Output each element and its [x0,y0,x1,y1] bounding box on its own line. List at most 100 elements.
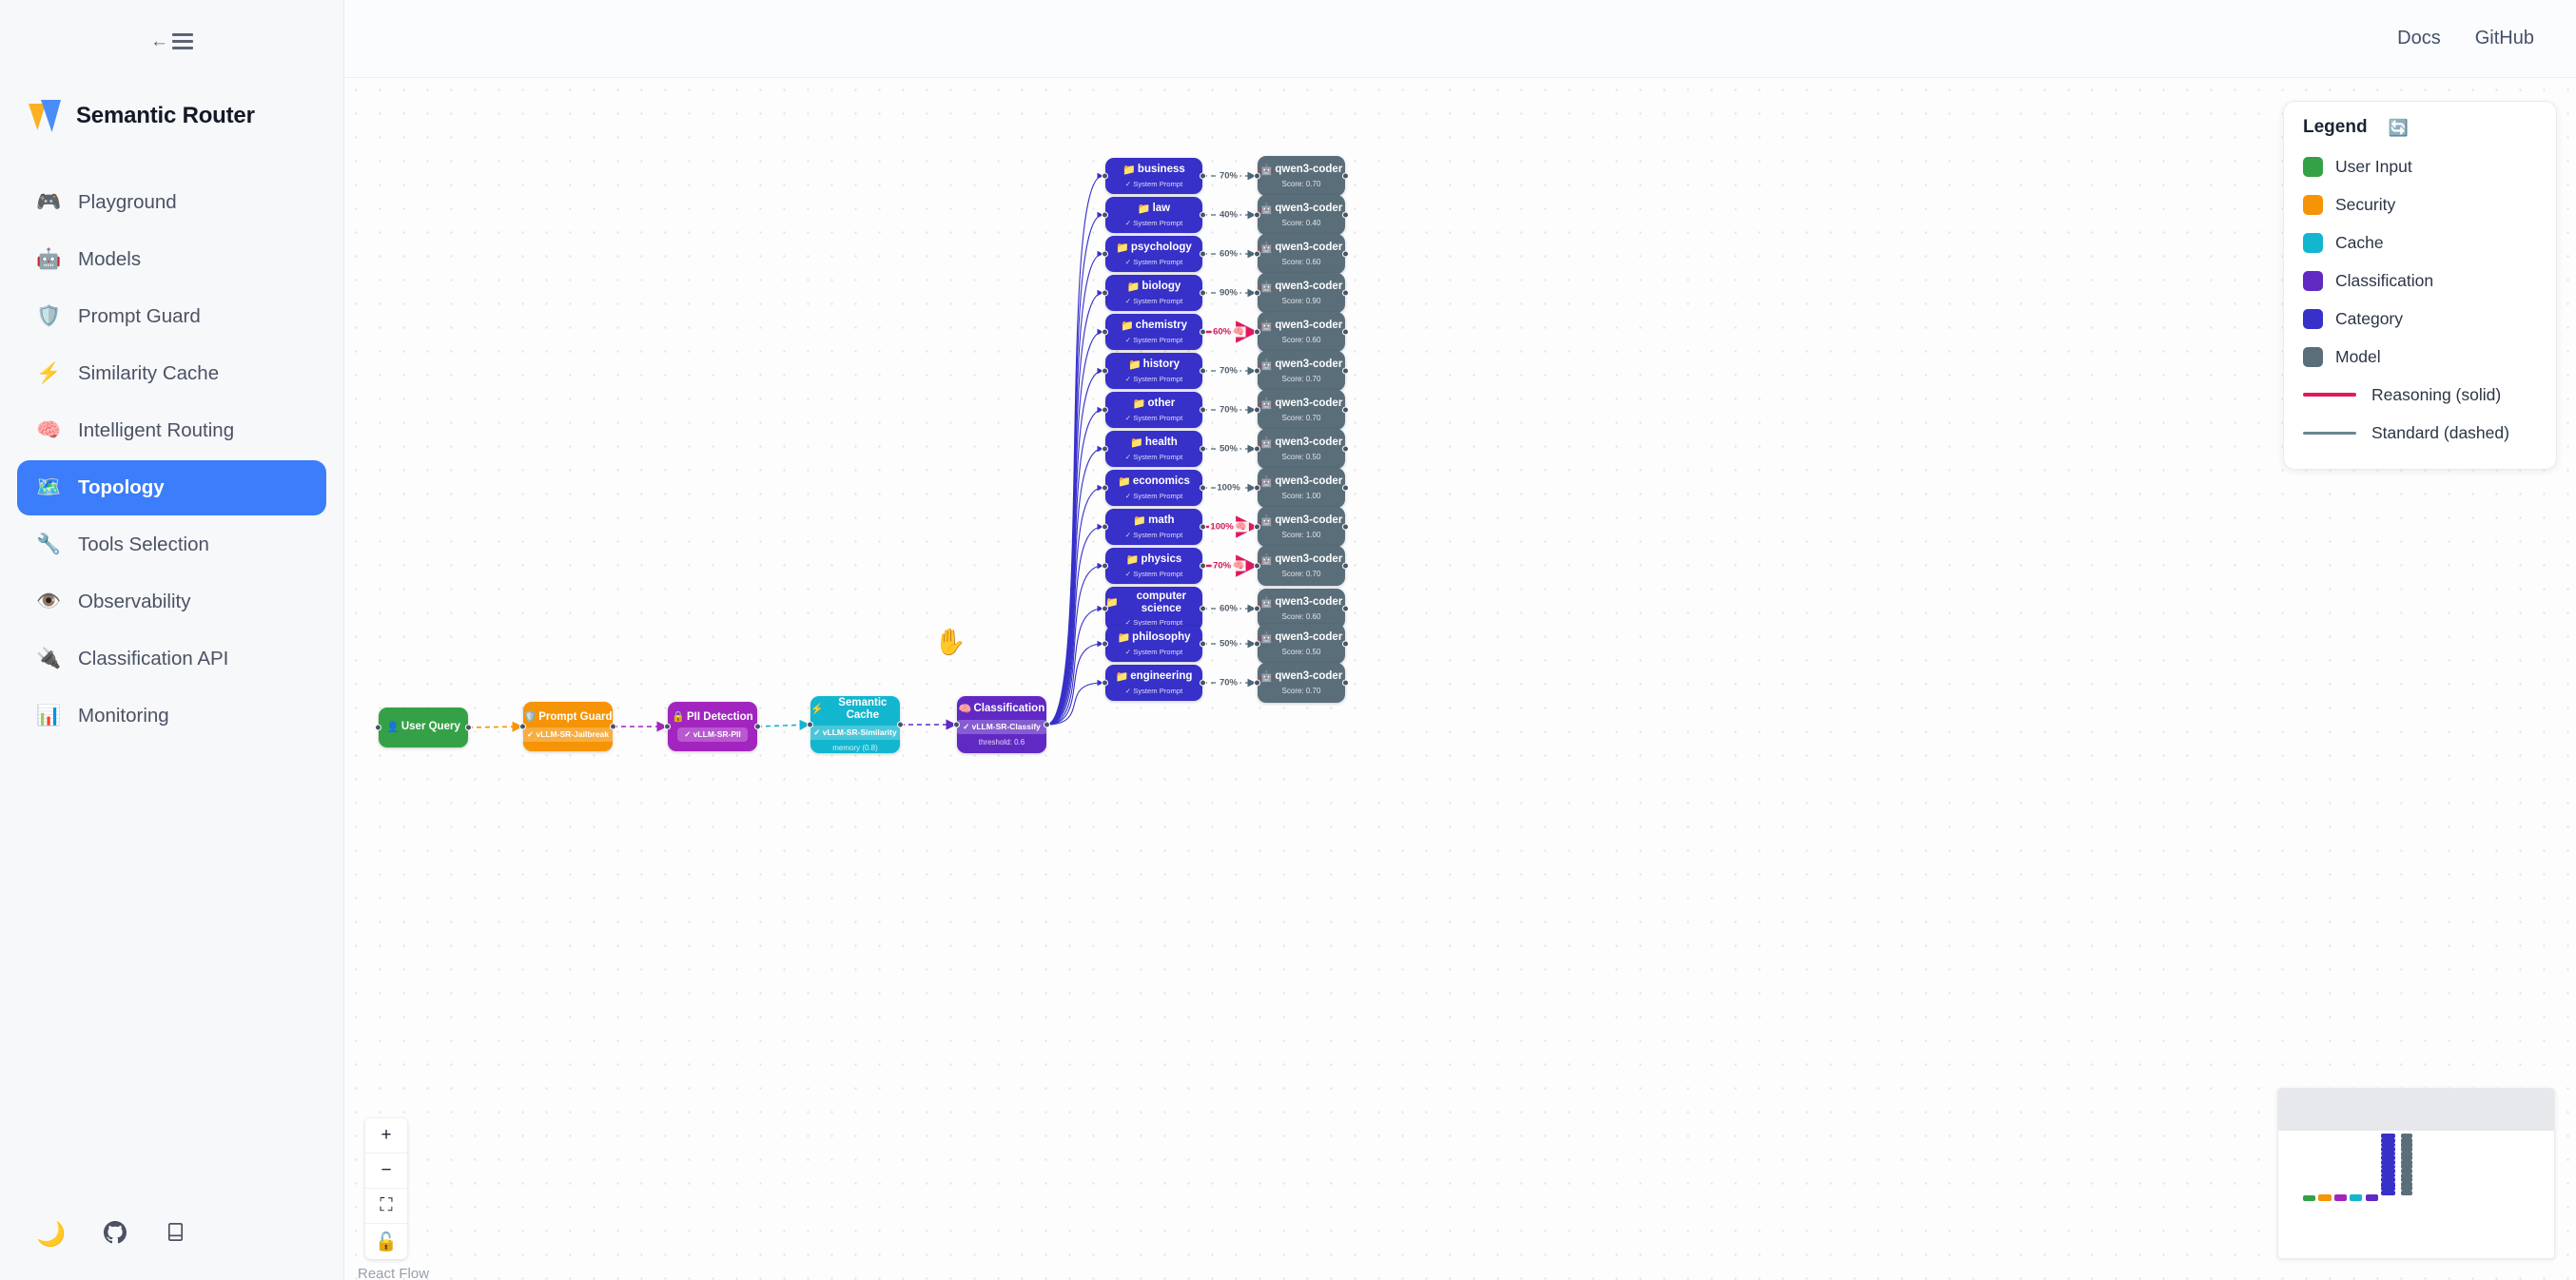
node-handle-l[interactable] [1102,211,1108,219]
sidebar-item-monitoring[interactable]: 📊Monitoring [17,688,326,744]
node-handle-r[interactable] [1200,211,1206,219]
node-handle-r[interactable] [1044,721,1050,728]
node-handle-l[interactable] [1254,406,1260,414]
sidebar-item-classification-api[interactable]: 🔌Classification API [17,631,326,687]
node-handle-r[interactable] [1342,640,1349,648]
node-handle-r[interactable] [1342,484,1349,492]
node-handle-r[interactable] [1200,679,1206,687]
zoom-in-button[interactable]: + [365,1118,407,1154]
node-prompt-guard[interactable]: 🛡️Prompt Guard✓ vLLM-SR-Jailbreak [519,702,616,751]
minimap[interactable] [2277,1088,2555,1259]
node-category-other[interactable]: 📁other✓ System Prompt [1102,392,1206,428]
topbar-link-github[interactable]: GitHub [2474,28,2534,48]
node-handle-r[interactable] [1342,679,1349,687]
node-category-physics[interactable]: 📁physics✓ System Prompt [1102,548,1206,584]
node-handle-l[interactable] [1254,562,1260,570]
node-handle-l[interactable] [1254,172,1260,180]
node-handle-l[interactable] [1254,211,1260,219]
node-handle-l[interactable] [807,721,813,728]
node-handle-l[interactable] [953,721,960,728]
node-handle-r[interactable] [1200,250,1206,258]
node-category-history[interactable]: 📁history✓ System Prompt [1102,353,1206,389]
node-handle-r[interactable] [1200,172,1206,180]
node-category-business[interactable]: 📁business✓ System Prompt [1102,158,1206,194]
node-handle-r[interactable] [1200,605,1206,612]
lock-button[interactable]: 🔓 [375,1232,398,1252]
node-handle-l[interactable] [1102,406,1108,414]
node-handle-l[interactable] [664,723,671,730]
node-handle-l[interactable] [1254,328,1260,336]
node-user-query[interactable]: 👤User Query [375,708,472,747]
node-handle-r[interactable] [1342,523,1349,531]
node-handle-l[interactable] [1102,445,1108,453]
dark-mode-toggle[interactable]: 🌙 [36,1220,67,1248]
flow-canvas[interactable]: 👤User Query 🛡️Prompt Guard✓ vLLM-SR-Jailb… [344,78,2576,1280]
node-handle-l[interactable] [1102,328,1108,336]
node-handle-r[interactable] [1200,484,1206,492]
node-handle-l[interactable] [1254,367,1260,375]
node-handle-l[interactable] [1102,562,1108,570]
node-handle-l[interactable] [1254,679,1260,687]
sidebar-item-intelligent-routing[interactable]: 🧠Intelligent Routing [17,403,326,458]
node-handle-r[interactable] [1200,523,1206,531]
docs-book-icon[interactable] [165,1221,186,1248]
node-pii-detection[interactable]: 🔒PII Detection✓ vLLM-SR-PII [664,702,761,751]
node-handle-l[interactable] [1102,484,1108,492]
brand[interactable]: Semantic Router [0,82,343,150]
node-handle-r[interactable] [1342,445,1349,453]
node-handle-r[interactable] [1200,289,1206,297]
node-handle-l[interactable] [1254,523,1260,531]
node-handle-l[interactable] [375,724,381,731]
node-handle-r[interactable] [1200,328,1206,336]
sidebar-item-topology[interactable]: 🗺️Topology [17,460,326,515]
node-handle-l[interactable] [1102,605,1108,612]
sidebar-item-observability[interactable]: 👁️Observability [17,574,326,630]
node-handle-r[interactable] [1342,211,1349,219]
node-handle-r[interactable] [1342,328,1349,336]
github-icon[interactable] [104,1220,127,1249]
node-handle-r[interactable] [1200,640,1206,648]
node-handle-r[interactable] [1200,367,1206,375]
node-handle-r[interactable] [1200,406,1206,414]
node-category-chemistry[interactable]: 📁chemistry✓ System Prompt [1102,314,1206,350]
node-category-engineering[interactable]: 📁engineering✓ System Prompt [1102,665,1206,701]
node-handle-l[interactable] [1254,250,1260,258]
node-handle-r[interactable] [1342,250,1349,258]
sidebar-item-prompt-guard[interactable]: 🛡️Prompt Guard [17,289,326,344]
sidebar-item-models[interactable]: 🤖Models [17,232,326,287]
node-handle-r[interactable] [1342,289,1349,297]
node-handle-r[interactable] [754,723,761,730]
node-handle-l[interactable] [1102,640,1108,648]
node-handle-l[interactable] [1254,484,1260,492]
node-handle-l[interactable] [1254,289,1260,297]
sidebar-item-similarity-cache[interactable]: ⚡Similarity Cache [17,346,326,401]
node-handle-r[interactable] [1200,445,1206,453]
node-handle-r[interactable] [1342,367,1349,375]
node-handle-l[interactable] [1102,289,1108,297]
node-handle-r[interactable] [465,724,472,731]
zoom-out-button[interactable]: − [365,1154,407,1189]
node-handle-r[interactable] [610,723,616,730]
node-handle-r[interactable] [1342,605,1349,612]
fit-view-button[interactable]: ⛶ [365,1189,407,1224]
node-category-health[interactable]: 📁health✓ System Prompt [1102,431,1206,467]
node-handle-r[interactable] [1342,406,1349,414]
node-handle-l[interactable] [1102,367,1108,375]
node-handle-l[interactable] [1102,172,1108,180]
node-handle-r[interactable] [897,721,904,728]
node-handle-r[interactable] [1342,562,1349,570]
node-category-computer-science[interactable]: 📁computer science✓ System Prompt [1102,587,1206,630]
